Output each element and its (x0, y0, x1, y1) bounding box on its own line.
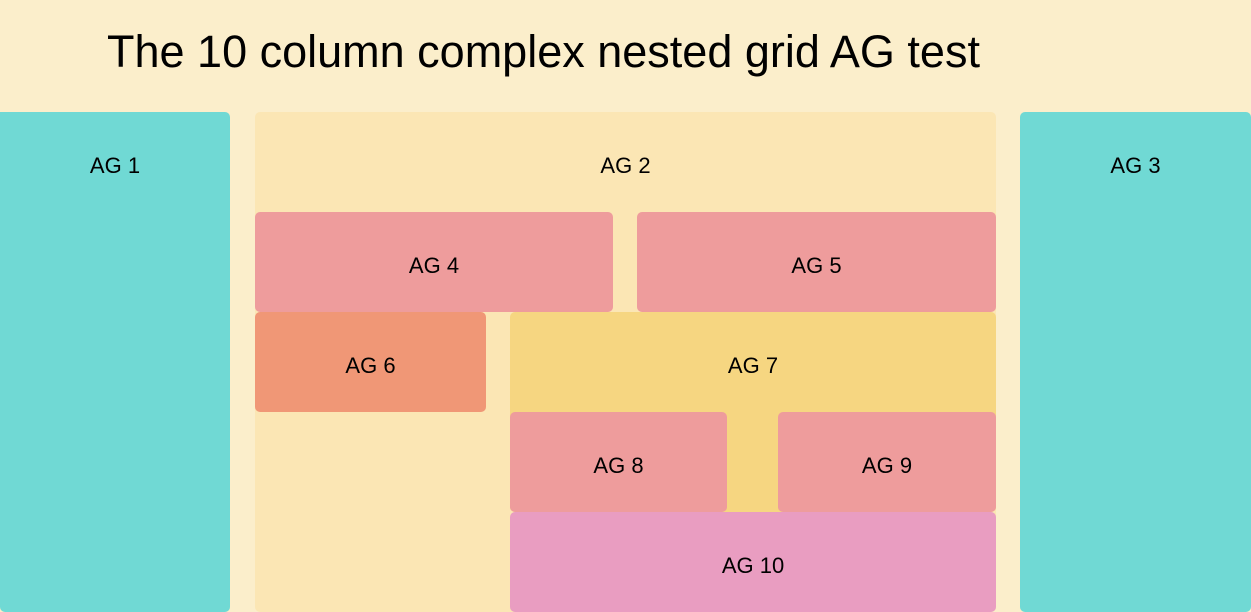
grid-area-ag3: AG 3 (1020, 112, 1251, 612)
grid-area-label: AG 1 (89, 153, 141, 178)
grid-area-label: AG 3 (1110, 153, 1161, 178)
grid-area-label: AG 7 (727, 353, 779, 378)
grid-area-ag4: AG 4 (255, 212, 613, 312)
grid-area-label: AG 10 (721, 553, 785, 578)
grid-area-label: AG 9 (861, 453, 913, 478)
page-title: The 10 column complex nested grid AG tes… (107, 26, 980, 77)
grid-area-ag5: AG 5 (637, 212, 996, 312)
grid-area-ag9: AG 9 (778, 412, 996, 512)
grid-area-ag1: AG 1 (0, 112, 230, 612)
grid-area-label: AG 8 (593, 453, 644, 478)
grid-area-label: AG 6 (345, 353, 396, 378)
grid-area-label: AG 2 (600, 153, 651, 178)
grid-area-ag6: AG 6 (255, 312, 486, 412)
grid-area-ag10: AG 10 (510, 512, 996, 612)
grid-area-ag8: AG 8 (510, 412, 727, 512)
grid-area-label: AG 4 (408, 253, 460, 278)
grid-area-label: AG 5 (791, 253, 842, 278)
